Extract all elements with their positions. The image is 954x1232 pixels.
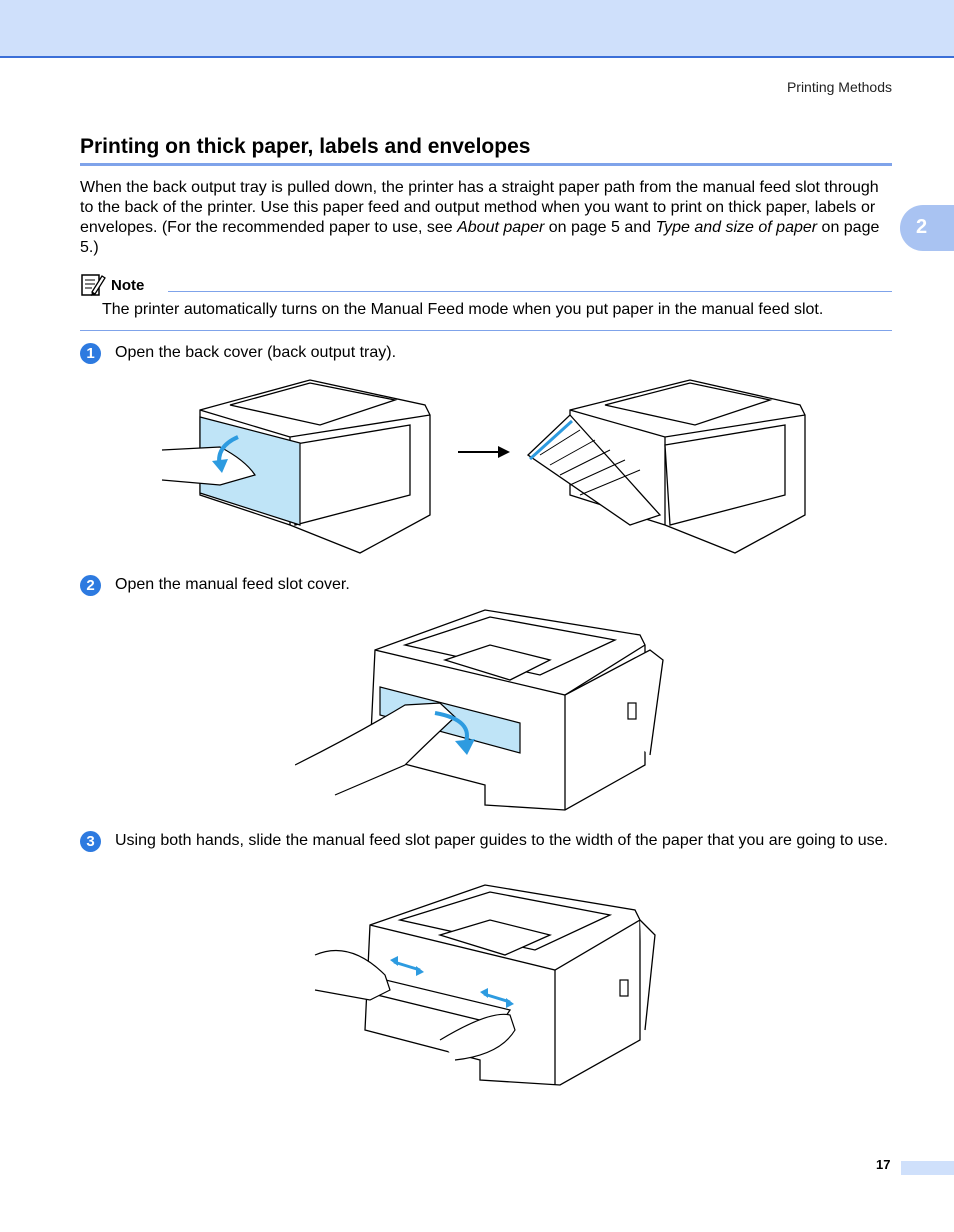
step-number-badge: 3 — [80, 831, 101, 852]
intro-text: on page 5.) — [80, 219, 880, 256]
chapter-tab: 2 — [900, 205, 954, 251]
intro-paragraph: When the back output tray is pulled down… — [80, 178, 894, 258]
step-text: Open the manual feed slot cover. — [115, 576, 350, 593]
page-number: 17 — [876, 1157, 891, 1172]
step-number-badge: 1 — [80, 343, 101, 364]
step-text: Open the back cover (back output tray). — [115, 344, 397, 361]
note-rule — [80, 330, 892, 331]
intro-text: When the back output tray is pulled down… — [80, 179, 879, 236]
page-tab — [901, 1161, 954, 1175]
back-cover-illustration — [161, 379, 806, 554]
note-text: The printer automatically turns on the M… — [102, 301, 824, 318]
running-header: Printing Methods — [786, 79, 892, 95]
note-pencil-icon — [81, 274, 106, 296]
section-title: Printing on thick paper, labels and enve… — [80, 135, 531, 158]
chapter-number: 2 — [916, 216, 928, 238]
note-rule — [168, 291, 892, 292]
step-number-badge: 2 — [80, 575, 101, 596]
link-about-paper[interactable]: About paper — [457, 219, 545, 236]
note-label: Note — [111, 277, 145, 294]
step-text: Using both hands, slide the manual feed … — [115, 832, 888, 849]
top-header-band — [0, 0, 954, 58]
manual-feed-cover-illustration — [295, 609, 664, 811]
intro-text: on page 5 and — [544, 219, 656, 236]
title-rule — [80, 163, 892, 166]
link-type-and-size[interactable]: Type and size of paper — [655, 219, 818, 236]
paper-guides-illustration — [314, 884, 656, 1086]
